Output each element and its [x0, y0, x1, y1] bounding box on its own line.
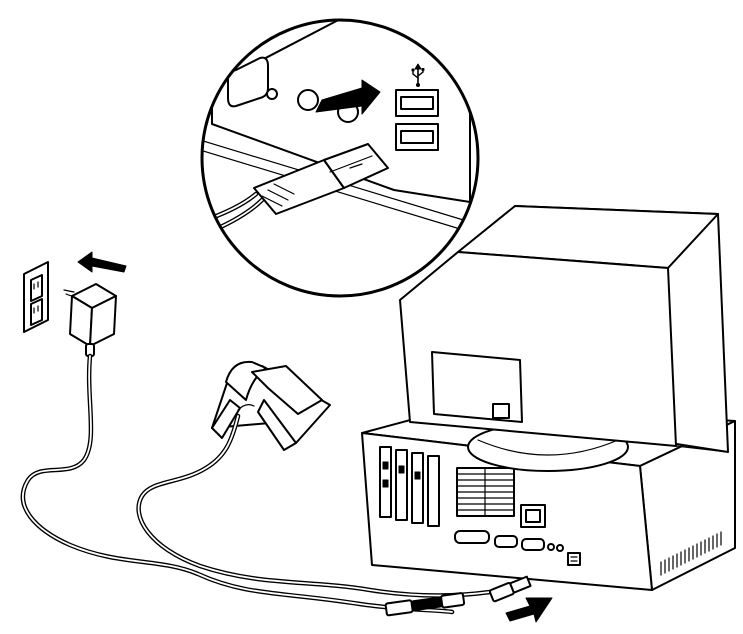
zoom-usb-ports: [395, 89, 439, 151]
inline-connector: [384, 592, 466, 617]
expansion-slots: [379, 446, 440, 527]
arrow-to-pc-rear: [505, 597, 553, 623]
power-socket: [520, 504, 546, 528]
arrow-to-wall-outlet: [77, 251, 127, 273]
arrow-to-usb-port: [315, 79, 381, 115]
power-adapter: [63, 283, 117, 357]
magnifier-detail: [200, 18, 480, 298]
usb-plug-near-pc: [488, 575, 532, 603]
crt-monitor: [399, 205, 729, 472]
charging-cradle: [211, 360, 331, 451]
desktop-pc: [361, 403, 736, 591]
usb-connector: [202, 143, 389, 239]
fan-grille: [456, 467, 515, 517]
usb-trident-icon: [411, 63, 425, 87]
rear-usb-port: [567, 552, 581, 566]
magnifier-ring: [200, 18, 480, 298]
cables: [20, 353, 532, 617]
monitor-rear: [399, 251, 677, 447]
side-vents: [660, 531, 722, 576]
monitor-switch: [492, 403, 510, 419]
rear-ports: [454, 530, 581, 566]
wall-outlet: [23, 261, 49, 333]
